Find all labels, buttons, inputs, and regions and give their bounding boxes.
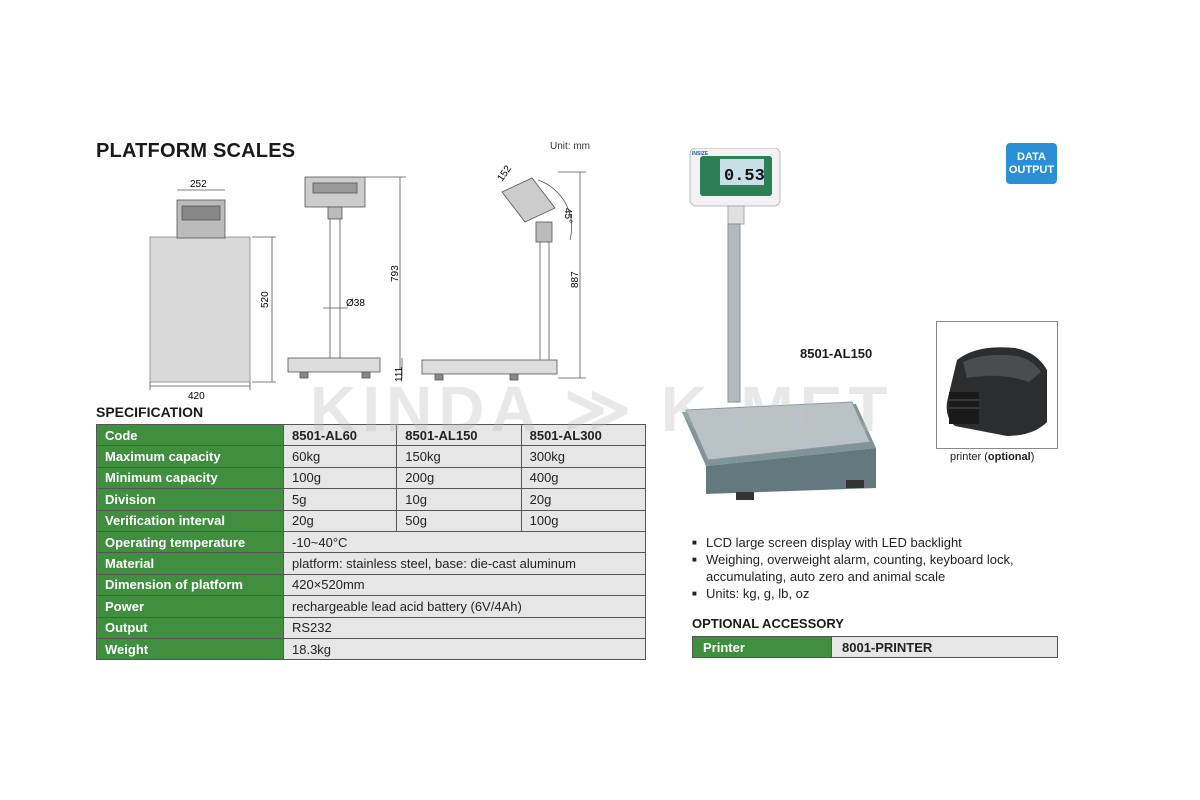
spec-value: 20g [520, 488, 647, 511]
spec-value: 200g [396, 466, 522, 490]
spec-value: 50g [396, 509, 522, 532]
feature-list: LCD large screen display with LED backli… [692, 534, 1052, 602]
brand-mark: INSIZE [692, 151, 709, 157]
model-label: 8501-AL150 [800, 346, 873, 361]
spec-label: Dimension of platform [96, 573, 284, 597]
caption-suffix: ) [1030, 451, 1035, 463]
spec-label: Division [96, 488, 284, 511]
table-row: Verification interval 20g 50g 100g [96, 509, 647, 532]
spec-label: Weight [96, 637, 284, 661]
spec-label: Operating temperature [96, 530, 284, 554]
spec-value: 18.3kg [283, 637, 646, 661]
printer-icon [946, 347, 1047, 436]
spec-label: Maximum capacity [96, 445, 284, 468]
optional-accessory-table: Printer 8001-PRINTER [692, 636, 1058, 658]
dim-display-size: 152 [495, 163, 514, 183]
spec-heading: SPECIFICATION [96, 404, 204, 420]
spec-value: 150kg [396, 445, 522, 468]
table-row: Operating temperature -10~40°C [96, 530, 646, 554]
unit-note: Unit: mm [550, 141, 590, 152]
badge-line: DATA [1017, 150, 1046, 163]
table-row: Material platform: stainless steel, base… [96, 552, 646, 575]
spec-value: 8501-AL60 [282, 423, 398, 447]
dim-tilt-angle: 45° [562, 208, 573, 223]
spec-table: Code 8501-AL60 8501-AL150 8501-AL300 Max… [96, 423, 647, 661]
printer-caption: printer (optional) [950, 451, 1034, 463]
caption-prefix: printer ( [950, 451, 988, 463]
spec-value: 100g [282, 466, 398, 490]
spec-value: 100g [520, 509, 647, 532]
table-row: Output RS232 [96, 616, 646, 639]
dim-column-diameter: Ø38 [346, 298, 365, 309]
table-row: Dimension of platform 420×520mm [96, 573, 646, 597]
data-output-badge: DATA OUTPUT [1006, 143, 1057, 184]
spec-value: 60kg [282, 445, 398, 468]
table-row: Printer 8001-PRINTER [692, 636, 1058, 658]
spec-label: Minimum capacity [96, 466, 284, 490]
spec-value: 20g [282, 509, 398, 532]
spec-value: 10g [396, 488, 522, 511]
scale-product-image: 0.53 INSIZE [682, 148, 876, 500]
printer-image [936, 321, 1058, 449]
dim-total-height: 887 [570, 271, 581, 288]
caption-optional: optional [987, 451, 1031, 463]
spec-value: 400g [520, 466, 647, 490]
spec-value: rechargeable lead acid battery (6V/4Ah) [283, 595, 646, 618]
optional-accessory-heading: OPTIONAL ACCESSORY [692, 616, 844, 631]
table-row: Division 5g 10g 20g [96, 488, 647, 511]
badge-line: OUTPUT [1008, 163, 1055, 176]
page-title: PLATFORM SCALES [96, 140, 296, 162]
table-row: Weight 18.3kg [96, 637, 646, 661]
dimension-drawing: 252 420 520 Ø38 793 111 152 45° 887 [149, 163, 586, 400]
accessory-value: 8001-PRINTER [831, 636, 1058, 658]
display-reading: 0.53 [724, 167, 765, 186]
spec-label: Output [96, 616, 284, 639]
list-item: LCD large screen display with LED backli… [692, 534, 1052, 551]
dim-platform-depth: 520 [260, 291, 271, 308]
spec-label: Verification interval [96, 509, 284, 532]
dim-base-height: 111 [394, 366, 405, 382]
table-row: Code 8501-AL60 8501-AL150 8501-AL300 [96, 423, 647, 447]
spec-value: 8501-AL150 [396, 423, 522, 447]
list-item: Weighing, overweight alarm, counting, ke… [692, 551, 1052, 585]
spec-value: 420×520mm [283, 573, 646, 597]
spec-label: Code [96, 423, 284, 447]
spec-value: 8501-AL300 [520, 423, 647, 447]
spec-value: RS232 [283, 616, 646, 639]
dim-platform-width: 420 [188, 391, 205, 400]
accessory-label: Printer [692, 636, 832, 658]
spec-value: platform: stainless steel, base: die-cas… [283, 552, 646, 575]
table-row: Maximum capacity 60kg 150kg 300kg [96, 445, 647, 468]
dim-top-width: 252 [190, 179, 207, 190]
dim-column-height: 793 [390, 265, 401, 282]
spec-label: Power [96, 595, 284, 618]
list-item: Units: kg, g, lb, oz [692, 585, 1052, 602]
watermark: KINDA ≫ K-MET [310, 373, 894, 445]
spec-value: -10~40°C [283, 530, 646, 554]
spec-value: 300kg [520, 445, 647, 468]
table-row: Power rechargeable lead acid battery (6V… [96, 595, 646, 618]
spec-value: 5g [282, 488, 398, 511]
table-row: Minimum capacity 100g 200g 400g [96, 466, 647, 490]
spec-label: Material [96, 552, 284, 575]
